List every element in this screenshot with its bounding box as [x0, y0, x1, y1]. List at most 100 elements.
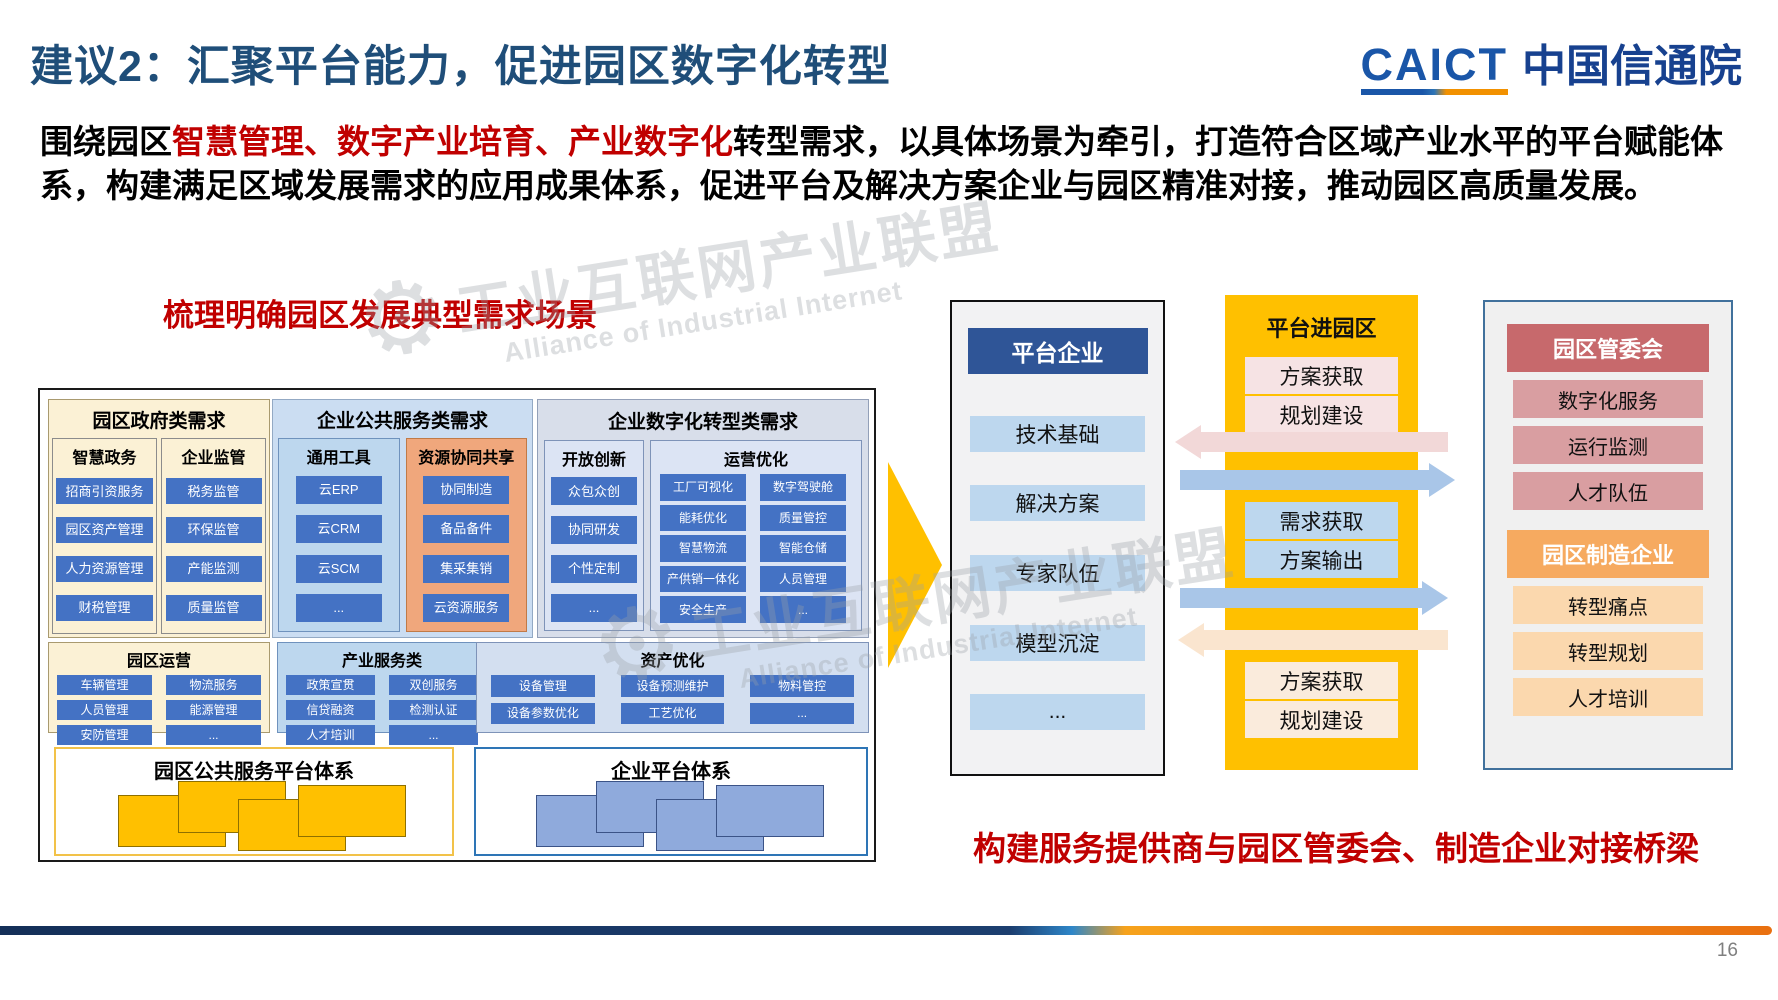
caict-logo-text: CAICT [1360, 39, 1508, 90]
demand-diagram: 园区政府类需求 智慧政务 招商引资服务园区资产管理人力资源管理财税管理 企业监管… [38, 388, 876, 862]
park-committee-item: 运行监测 [1513, 426, 1703, 464]
section-gov-demand: 园区政府类需求 智慧政务 招商引资服务园区资产管理人力资源管理财税管理 企业监管… [48, 399, 270, 638]
demand-chip: ... [750, 702, 854, 724]
demand-chip: 云SCM [295, 554, 382, 583]
park-manufacturer-items: 转型痛点转型规划人才培训 [1507, 578, 1709, 716]
demand-chip: 云ERP [295, 475, 382, 504]
demand-group: 企业监管 税务监管环保监管产能监测质量监管 [161, 438, 266, 634]
tools-items: 云ERP 云CRM 云SCM... [282, 470, 396, 628]
demand-chip: ... [389, 725, 478, 745]
caict-logo-cn: 中国信通院 [1522, 42, 1742, 91]
demand-chip: 设备预测维护 [620, 675, 725, 697]
park-manufacturer-item: 转型规划 [1513, 632, 1703, 670]
platform-to-park-title: 平台进园区 [1266, 316, 1377, 341]
group-title: 企业监管 [181, 450, 246, 467]
left-arrow-icon [1175, 425, 1448, 459]
demand-chip: 个性定制 [551, 554, 637, 583]
demand-chip: 质量管控 [760, 504, 846, 532]
footer-accent-bar [0, 926, 1772, 935]
section-title: 园区运营 [126, 653, 191, 670]
demand-chip: 车辆管理 [57, 675, 152, 695]
intro-lead: 围绕园区 [40, 123, 172, 160]
caict-logo: CAICT 中国信通院 [1360, 39, 1742, 95]
caict-logo-underline [1360, 89, 1508, 95]
flow-step: 规划建设 [1245, 396, 1398, 433]
demand-chip: 人员管理 [57, 700, 152, 720]
demand-chip: 工艺优化 [620, 702, 725, 724]
bridge-caption: 构建服务提供商与园区管委会、制造企业对接桥梁 [973, 830, 1699, 867]
panel-common-tools: 通用工具 云ERP 云CRM 云SCM... [278, 438, 400, 632]
flow-step: 规划建设 [1245, 701, 1398, 738]
demand-chip: 安防管理 [57, 725, 152, 745]
park-manufacturer-header: 园区制造企业 [1507, 530, 1709, 578]
section-title: 企业数字化转型类需求 [607, 412, 798, 433]
industry-items: 政策宣贯双创服务信贷融资检测认证人才培训... [286, 675, 478, 745]
section-digital-transform: 企业数字化转型类需求 开放创新 众包众创协同研发个性定制... 运营优化 工厂可… [537, 399, 869, 638]
system-title: 园区公共服务平台体系 [154, 761, 354, 783]
panel-operation-optimize: 运营优化 工厂可视化数字驾驶舱能耗优化质量管控智慧物流智能仓储产供销一体化人员管… [650, 440, 862, 631]
caict-logo-mark: CAICT [1360, 39, 1508, 95]
demand-chip: 物流服务 [166, 675, 261, 695]
park-committee-item: 数字化服务 [1513, 380, 1703, 418]
demand-chip: 人员管理 [760, 565, 846, 593]
left-arrow-icon [1178, 623, 1448, 657]
innovation-items: 众包众创协同研发个性定制... [548, 472, 640, 627]
system-title: 企业平台体系 [611, 761, 731, 783]
right-arrow-icon [1180, 463, 1455, 497]
demand-chip: 众包众创 [551, 477, 637, 506]
platform-capability: 解决方案 [970, 485, 1145, 522]
park-manufacturer-item: 转型痛点 [1513, 586, 1703, 624]
intro-paragraph: 围绕园区智慧管理、数字产业培育、产业数字化转型需求，以具体场景为牵引，打造符合区… [40, 120, 1750, 208]
demand-chip: ... [295, 594, 382, 623]
demand-chip: 安全生产 [660, 596, 746, 623]
demand-chip: 能耗优化 [660, 504, 746, 532]
section-title: 资产优化 [640, 653, 705, 670]
demand-chip: 人力资源管理 [56, 555, 153, 582]
platform-block [298, 785, 406, 837]
panel-title: 通用工具 [306, 450, 371, 467]
section-park-operation: 园区运营 车辆管理物流服务人员管理能源管理安防管理... [48, 642, 270, 745]
demand-chip: 设备管理 [491, 675, 595, 697]
demand-chip: 集采集销 [423, 554, 510, 583]
share-items: 协同制造备品备件集采集销云资源服务 [410, 470, 524, 628]
demand-chip: 环保监管 [165, 517, 262, 544]
right-arrow-icon [1180, 581, 1448, 615]
platform-company-items: 技术基础解决方案专家队伍模型沉淀... [952, 374, 1163, 774]
park-committee-header: 园区管委会 [1507, 324, 1709, 372]
flow-step: 方案获取 [1245, 662, 1398, 699]
demand-chip: 备品备件 [423, 515, 510, 544]
demand-chip: 招商引资服务 [56, 478, 153, 505]
platform-capability: 技术基础 [970, 415, 1145, 452]
section-title: 产业服务类 [341, 653, 422, 670]
gov-groups: 智慧政务 招商引资服务园区资产管理人力资源管理财税管理 企业监管 税务监管环保监… [52, 438, 266, 634]
demand-chip: 物料管控 [750, 675, 854, 697]
park-committee-items: 数字化服务运行监测人才队伍 [1507, 372, 1709, 510]
group-items: 税务监管环保监管产能监测质量监管 [165, 470, 262, 630]
platform-capability: ... [970, 694, 1145, 731]
demand-chip: ... [760, 596, 846, 623]
intro-rest: 转型需求，以具体场景为牵引，打造符合区域产业水平的平台赋能体系，构建满足区域发展… [40, 123, 1723, 204]
demand-chip: 云CRM [295, 515, 382, 544]
platform-block [716, 785, 824, 837]
demand-chip: 云资源服务 [423, 594, 510, 623]
flow-step: 需求获取 [1245, 502, 1398, 539]
panel-title: 运营优化 [723, 452, 788, 469]
page-title: 建议2：汇聚平台能力，促进园区数字化转型 [30, 43, 891, 91]
flow-step: 方案输出 [1245, 541, 1398, 578]
demand-chip: 能源管理 [166, 700, 261, 720]
demand-chip: 设备参数优化 [491, 702, 595, 724]
demand-chip: 数字驾驶舱 [760, 474, 846, 501]
enterprise-platform-system: 企业平台体系 [474, 747, 868, 856]
demand-chip: 财税管理 [56, 594, 153, 621]
platform-to-park-column: 平台进园区 方案获取 规划建设 需求获取 方案输出 方案获取 规划建设 [1225, 295, 1418, 770]
panel-resource-share: 资源协同共享 协同制造备品备件集采集销云资源服务 [405, 438, 527, 632]
page-number: 16 [1716, 940, 1738, 961]
demand-chip: 产能监测 [165, 555, 262, 582]
flow-step: 方案获取 [1245, 357, 1398, 394]
section-industry-service: 产业服务类 政策宣贯双创服务信贷融资检测认证人才培训... [277, 642, 487, 745]
section-title: 园区政府类需求 [92, 411, 226, 432]
demand-chip: 税务监管 [165, 478, 262, 505]
section-title: 企业公共服务类需求 [316, 411, 488, 432]
